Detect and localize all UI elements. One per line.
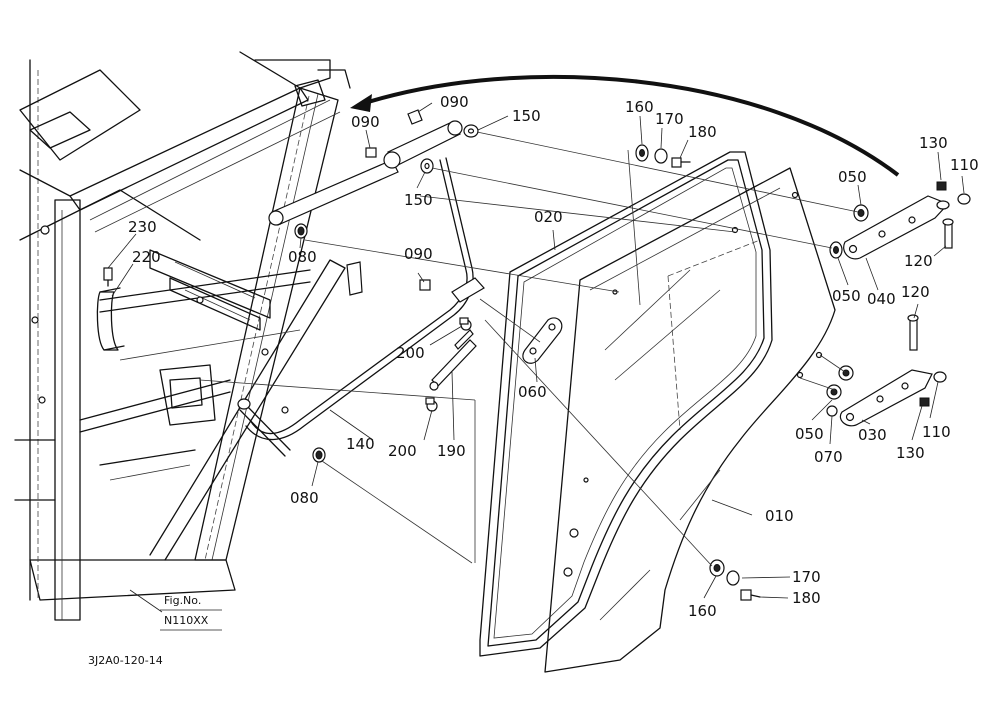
callout-050-lower: 050	[795, 425, 824, 443]
washer-050-lower-a	[838, 365, 854, 381]
callout-110-upper: 110	[950, 156, 979, 174]
callout-090-left: 090	[351, 113, 380, 131]
glass-door-010	[544, 167, 836, 673]
bolt-230	[103, 267, 113, 287]
gas-strut-190	[429, 329, 477, 391]
callout-160-lower: 160	[688, 602, 717, 620]
callout-110-lower: 110	[922, 423, 951, 441]
washer-150-mid	[420, 158, 434, 174]
pin-120-lower	[907, 314, 919, 351]
bushing-080-bottom	[312, 447, 326, 463]
callout-200-bottom: 200	[388, 442, 417, 460]
nut-130-lower	[919, 397, 930, 407]
callout-080-top: 080	[288, 248, 317, 266]
door-stay-rod-140	[237, 157, 474, 457]
reference-lines	[199, 131, 859, 567]
callout-200-top: 200	[396, 344, 425, 362]
callout-130-lower: 130	[896, 444, 925, 462]
callout-080-bottom: 080	[290, 489, 319, 507]
bolt-090-mid	[419, 279, 431, 291]
callout-020: 020	[534, 208, 563, 226]
washer-050-lower-b	[826, 384, 842, 400]
ball-joint-200-top	[459, 317, 472, 331]
plate-bracket-upper	[451, 277, 485, 303]
callout-220: 220	[132, 248, 161, 266]
washer-110-lower	[933, 371, 947, 383]
ball-joint-200-bottom	[425, 397, 438, 412]
callout-180-lower: 180	[792, 589, 821, 607]
bolt-180-lower	[740, 589, 761, 601]
callout-040: 040	[867, 290, 896, 308]
washer-110-upper	[957, 193, 971, 205]
upper-link-arm	[268, 120, 463, 226]
assembly-arrow	[350, 74, 900, 177]
nut-130-upper	[936, 181, 947, 191]
callout-140: 140	[346, 435, 375, 453]
callout-120-upper: 120	[904, 252, 933, 270]
callout-090-mid: 090	[404, 245, 433, 263]
washer-050-upper	[853, 204, 869, 222]
callout-160-upper: 160	[625, 98, 654, 116]
callout-130-upper: 130	[919, 134, 948, 152]
bolt-180-upper	[671, 157, 691, 168]
hinge-040	[843, 195, 950, 260]
washer-150-top	[463, 124, 479, 138]
figure-number-box: Fig.No. N110XX	[129, 589, 222, 631]
callout-labels: 090 090 150 150 160 170 180 130 110 050 …	[128, 93, 979, 620]
callout-050-upper: 050	[838, 168, 867, 186]
bushing-160-lower	[709, 559, 725, 577]
callout-070: 070	[814, 448, 843, 466]
washer-170-upper	[654, 148, 668, 164]
plate-060	[522, 317, 563, 364]
callout-170-lower: 170	[792, 568, 821, 586]
fig-no-value: N110XX	[164, 614, 209, 627]
bushing-160-upper	[635, 144, 649, 162]
cab-frame	[14, 51, 363, 621]
nut-070	[826, 405, 838, 417]
callout-050-mid: 050	[832, 287, 861, 305]
washer-170-lower	[726, 570, 740, 586]
bushing-080-top	[294, 223, 308, 239]
callout-150-mid: 150	[404, 191, 433, 209]
pin-120-upper	[942, 218, 954, 249]
washer-050-upper-b	[829, 241, 843, 259]
fig-no-label: Fig.No.	[164, 594, 201, 607]
drawing-code: 3J2A0-120-14	[88, 654, 163, 667]
door-seal-020	[479, 151, 773, 657]
leader-lines	[107, 102, 965, 599]
callout-120-lower: 120	[901, 283, 930, 301]
callout-170-upper: 170	[655, 110, 684, 128]
callout-180-upper: 180	[688, 123, 717, 141]
callout-060: 060	[518, 383, 547, 401]
callout-030: 030	[858, 426, 887, 444]
callout-150-top: 150	[512, 107, 541, 125]
callout-010: 010	[765, 507, 794, 525]
callout-090-top: 090	[440, 93, 469, 111]
bolt-090-left	[365, 147, 377, 158]
callout-190: 190	[437, 442, 466, 460]
bolt-090-top	[407, 109, 423, 125]
callout-230: 230	[128, 218, 157, 236]
hinge-030	[839, 369, 933, 427]
